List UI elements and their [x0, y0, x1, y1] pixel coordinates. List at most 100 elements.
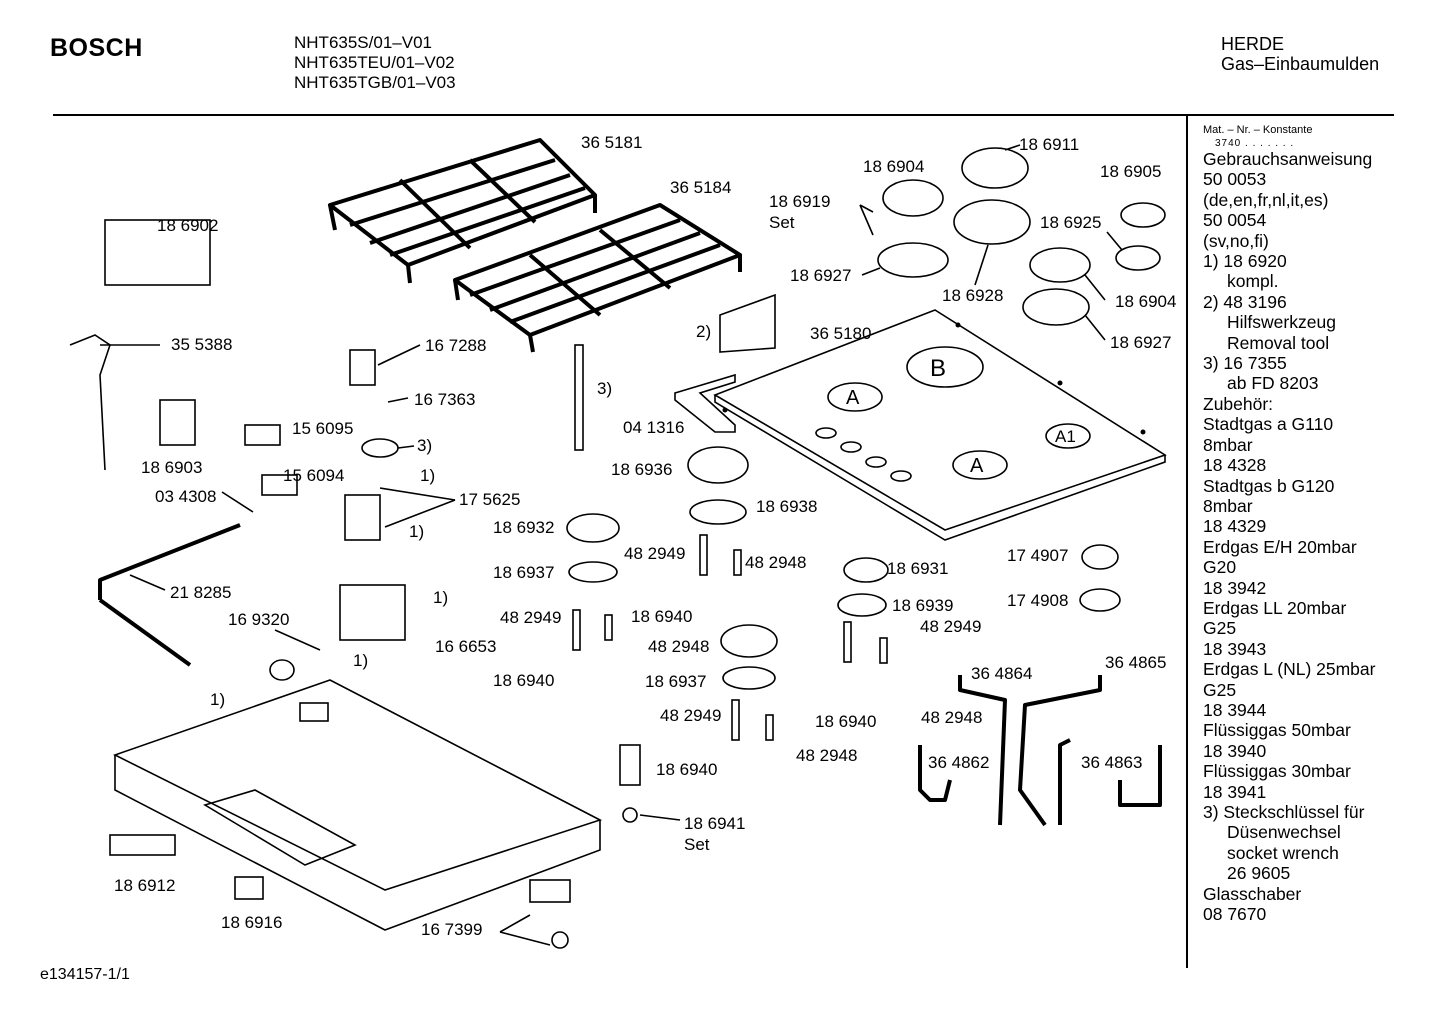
label-186927b: 18 6927 — [1110, 333, 1172, 352]
sidebar-line: 3) Steckschlüssel für — [1203, 802, 1365, 822]
burner-base-186939 — [837, 593, 887, 617]
sidebar-line: G25 — [1203, 618, 1237, 639]
cap-186904b — [1029, 247, 1091, 283]
sidebar-heading: Mat. – Nr. – Konstante — [1203, 124, 1313, 136]
leader-lines — [100, 144, 1123, 946]
callout-1b: 1) — [409, 522, 425, 541]
electrode-482949d — [843, 621, 852, 663]
screw-167399 — [551, 931, 569, 949]
sidebar-line: 1) 18 6920 — [1203, 251, 1287, 272]
sidebar-line: Flüssiggas 30mbar — [1203, 761, 1351, 782]
electrode-482949b — [572, 609, 581, 651]
lead-364865 — [1018, 675, 1102, 827]
sidebar-line: Gebrauchsanweisung — [1203, 149, 1373, 169]
cap-186904a — [882, 179, 944, 217]
thermocouple-482948c — [765, 714, 774, 741]
label-186911: 18 6911 — [1019, 135, 1080, 154]
sidebar-line: Erdgas E/H 20mbar — [1203, 536, 1357, 557]
label-156095: 15 6095 — [292, 419, 354, 438]
label-186940a: 18 6940 — [631, 607, 693, 626]
lead-364862 — [918, 745, 952, 802]
label-175625: 17 5625 — [459, 490, 521, 509]
lead-364863 — [1058, 738, 1162, 825]
label-186919: 18 6919 — [769, 192, 831, 211]
ring-186932 — [566, 513, 620, 543]
sidebar-line: 3) 16 7355 — [1203, 353, 1287, 374]
nozzle-fitting — [269, 659, 295, 681]
burner-mark-a-2: A — [970, 455, 984, 477]
label-186940b: 18 6940 — [493, 671, 555, 690]
sidebar-line: socket wrench — [1227, 842, 1339, 863]
sidebar-line: Flüssiggas 50mbar — [1203, 720, 1351, 741]
label-186928: 18 6928 — [942, 286, 1004, 305]
elbow-156095 — [244, 424, 281, 446]
sidebar-line: 18 3940 — [1203, 740, 1267, 761]
label-034308: 03 4308 — [155, 487, 217, 506]
sidebar-line: 50 0053 — [1203, 169, 1267, 190]
label-364865: 36 4865 — [1105, 653, 1167, 672]
exploded-diagram — [69, 138, 1167, 949]
label-186916: 18 6916 — [221, 913, 283, 932]
sidebar-line: G20 — [1203, 557, 1237, 578]
knob-174907 — [1081, 544, 1119, 570]
sidebar-line: G25 — [1203, 679, 1237, 700]
burner-186925 — [1115, 245, 1161, 271]
label-364863: 36 4863 — [1081, 753, 1143, 772]
bottom-tray — [112, 679, 603, 931]
sidebar-line: Erdgas LL 20mbar — [1203, 597, 1347, 618]
label-365181: 36 5181 — [581, 133, 643, 152]
gas-valve — [339, 584, 406, 641]
sidebar-line: kompl. — [1227, 271, 1279, 292]
electrode-482949a — [699, 534, 708, 576]
label-482949d: 48 2949 — [920, 617, 982, 636]
sidebar-line: 18 3941 — [1203, 781, 1267, 802]
thermocouple-482948d — [879, 637, 888, 664]
label-174908: 17 4908 — [1007, 591, 1069, 610]
label-set-2: Set — [769, 213, 795, 232]
label-482949a: 48 2949 — [624, 544, 686, 563]
knob-174908 — [1079, 588, 1121, 612]
sidebar-line: Erdgas L (NL) 25mbar — [1203, 659, 1376, 680]
sidebar-divider — [1186, 116, 1188, 968]
burner-186927a — [877, 242, 949, 278]
label-167363: 16 7363 — [414, 390, 476, 409]
part-167288 — [349, 349, 376, 386]
label-186905: 18 6905 — [1100, 162, 1162, 181]
callout-1a: 1) — [420, 466, 436, 485]
sidebar-line: ab FD 8203 — [1227, 373, 1319, 394]
label-186903: 18 6903 — [141, 458, 203, 477]
label-365184: 36 5184 — [670, 178, 732, 197]
knob-186941 — [619, 744, 641, 786]
label-041316: 04 1316 — [623, 418, 685, 437]
label-186937b: 18 6937 — [645, 672, 707, 691]
hob-top-plate — [713, 309, 1167, 541]
sidebar-line: 18 3944 — [1203, 699, 1267, 720]
power-cord-355388 — [69, 334, 111, 471]
model-number-3: NHT635TGB/01–V03 — [294, 73, 456, 92]
sidebar-line: 50 0054 — [1203, 210, 1267, 231]
label-156094: 15 6094 — [283, 466, 345, 485]
bracket-167399 — [529, 879, 571, 903]
label-482949b: 48 2949 — [500, 608, 562, 627]
sidebar-line: 18 4328 — [1203, 455, 1267, 476]
sidebar-line: 18 3943 — [1203, 638, 1267, 659]
model-number-1: NHT635S/01–V01 — [294, 33, 432, 52]
callout-2: 2) — [696, 322, 712, 341]
label-186927a: 18 6927 — [790, 266, 852, 285]
label-186941: 18 6941 — [684, 814, 746, 833]
burner-base-186937a — [568, 561, 618, 583]
sidebar-line: (sv,no,fi) — [1203, 230, 1269, 251]
part-186903 — [159, 399, 196, 446]
sidebar-line: (de,en,fr,nl,it,es) — [1203, 189, 1329, 210]
label-186932: 18 6932 — [493, 518, 555, 537]
label-482948d: 48 2948 — [921, 708, 983, 727]
label-186937a: 18 6937 — [493, 563, 555, 582]
category-title: HERDE — [1221, 34, 1285, 54]
part-186902 — [104, 219, 211, 286]
electrode-482949c — [731, 699, 740, 741]
removal-tool-483196 — [719, 293, 776, 353]
burner-mark-a1: A1 — [1055, 427, 1076, 446]
socket-wrench — [574, 344, 584, 451]
label-186939: 18 6939 — [892, 596, 954, 615]
label-186938: 18 6938 — [756, 497, 818, 516]
